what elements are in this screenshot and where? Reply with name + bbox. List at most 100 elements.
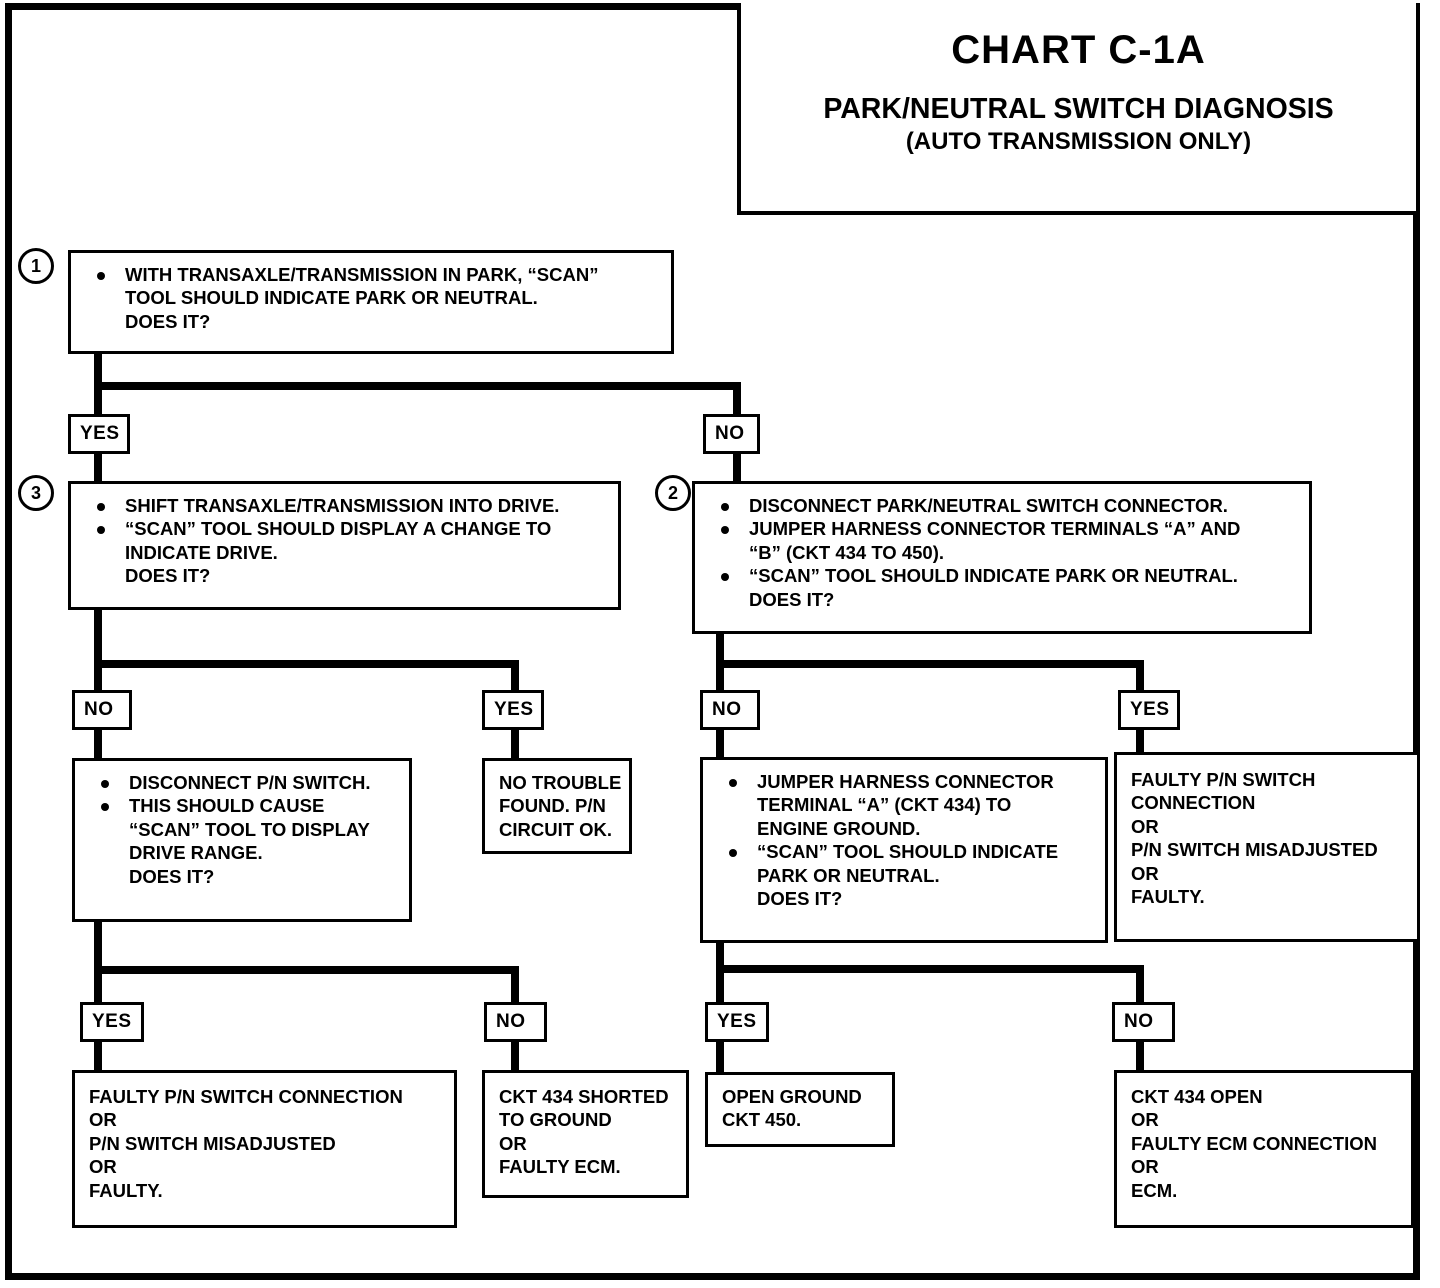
tag-step1-yes: YES: [68, 414, 130, 454]
box-faulty-pn-right-line-1: FAULTY P/N SWITCH: [1131, 769, 1316, 790]
box-step-1-line-3: DOES IT?: [125, 310, 211, 332]
box-step-1-line-2: TOOL SHOULD INDICATE PARK OR NEUTRAL.: [125, 287, 538, 309]
box-jumper-harness-ground: JUMPER HARNESS CONNECTOR TERMINAL “A” (C…: [700, 757, 1108, 943]
tag-row5-no: NO: [1112, 1002, 1175, 1042]
box-step-1: WITH TRANSAXLE/TRANSMISSION IN PARK, “SC…: [68, 250, 674, 354]
connector-step2-horizontal: [716, 660, 1144, 668]
box-faulty-pn-bottom-line-3: P/N SWITCH MISADJUSTED: [89, 1132, 336, 1154]
box-disconnect-pn-line-2: THIS SHOULD CAUSE: [83, 794, 401, 817]
connector-step2-to-no: [716, 660, 724, 692]
title-block: CHART C-1A PARK/NEUTRAL SWITCH DIAGNOSIS…: [737, 3, 1420, 215]
box-step-3-line-1: SHIFT TRANSAXLE/TRANSMISSION INTO DRIVE.: [79, 494, 610, 517]
box-ckt434-open-line-1: CKT 434 OPEN: [1131, 1086, 1263, 1107]
box-disconnect-pn-line-1: DISCONNECT P/N SWITCH.: [83, 771, 401, 794]
step-marker-2-label: 2: [667, 482, 678, 503]
step-marker-1-label: 1: [30, 255, 41, 276]
connector-step2-to-yes: [1136, 660, 1144, 692]
box-jumper-ground-line-5: PARK OR NEUTRAL.: [757, 864, 940, 886]
page-border: [5, 3, 1420, 1280]
step-marker-1: 1: [18, 248, 54, 284]
box-step-2-line-1: DISCONNECT PARK/NEUTRAL SWITCH CONNECTOR…: [703, 494, 1301, 517]
connector-no3-to-box: [94, 728, 102, 758]
connector-row5-to-no: [1136, 965, 1144, 1003]
box-jumper-ground-line-2: TERMINAL “A” (CKT 434) TO: [757, 794, 1012, 816]
connector-step3-stem: [94, 608, 102, 668]
box-step-2-line-5: DOES IT?: [749, 588, 835, 610]
box-jumper-ground-line-3: ENGINE GROUND.: [757, 817, 921, 839]
box-faulty-pn-right-line-3: OR: [1131, 815, 1159, 837]
connector-yes2-to-box: [1136, 728, 1144, 758]
tag-row5-no-label: NO: [1124, 1011, 1154, 1032]
box-no-trouble-found: NO TROUBLE FOUND. P/N CIRCUIT OK.: [482, 758, 632, 854]
box-faulty-pn-bottom-line-5: FAULTY.: [89, 1179, 163, 1201]
box-faulty-pn-switch-right: FAULTY P/N SWITCH CONNECTION OR P/N SWIT…: [1114, 752, 1420, 942]
tag-row4-no-label: NO: [496, 1011, 526, 1032]
box-ckt434-shorted-line-4: FAULTY ECM.: [499, 1156, 621, 1178]
tag-step2-yes: YES: [1118, 690, 1180, 730]
box-step-3: SHIFT TRANSAXLE/TRANSMISSION INTO DRIVE.…: [68, 481, 621, 610]
box-disconnect-pn-line-4: DRIVE RANGE.: [129, 842, 263, 864]
connector-step3-to-no: [94, 660, 102, 692]
tag-row5-yes: YES: [705, 1002, 769, 1042]
box-faulty-pn-right-line-6: FAULTY.: [1131, 886, 1205, 908]
box-faulty-pn-right-line-5: OR: [1131, 862, 1159, 884]
box-step-2: DISCONNECT PARK/NEUTRAL SWITCH CONNECTOR…: [692, 481, 1312, 634]
box-faulty-pn-bottom-line-1: FAULTY P/N SWITCH CONNECTION: [89, 1086, 403, 1107]
box-ckt434-shorted-line-3: OR: [499, 1132, 527, 1154]
tag-step2-no: NO: [700, 690, 760, 730]
connector-row4-to-yes: [94, 966, 102, 1004]
box-step-1-line-1: WITH TRANSAXLE/TRANSMISSION IN PARK, “SC…: [79, 263, 663, 286]
box-step-2-line-2: JUMPER HARNESS CONNECTOR TERMINALS “A” A…: [703, 517, 1301, 540]
box-ckt434-shorted: CKT 434 SHORTED TO GROUND OR FAULTY ECM.: [482, 1070, 689, 1198]
connector-no4-to-box: [511, 1040, 519, 1072]
tag-step1-yes-label: YES: [80, 423, 120, 444]
connector-step1-to-no: [733, 382, 741, 416]
box-disconnect-pn-switch: DISCONNECT P/N SWITCH. THIS SHOULD CAUSE…: [72, 758, 412, 922]
connector-disconnect-stem: [94, 920, 102, 982]
box-jumper-ground-line-1: JUMPER HARNESS CONNECTOR: [711, 770, 1097, 793]
box-step-2-line-3: “B” (CKT 434 TO 450).: [749, 541, 944, 563]
box-open-ground: OPEN GROUND CKT 450.: [705, 1072, 895, 1147]
connector-yes1-to-step3: [94, 452, 102, 482]
box-ckt434-open-line-4: OR: [1131, 1156, 1159, 1178]
box-no-trouble-line-3: CIRCUIT OK.: [499, 818, 613, 840]
chart-subtitle-2: (AUTO TRANSMISSION ONLY): [905, 127, 1252, 155]
connector-step3-horizontal: [94, 660, 519, 668]
tag-step1-no: NO: [703, 414, 760, 454]
box-disconnect-pn-line-3: “SCAN” TOOL TO DISPLAY: [129, 818, 370, 840]
tag-row4-yes-label: YES: [92, 1011, 132, 1032]
box-ckt434-open: CKT 434 OPEN OR FAULTY ECM CONNECTION OR…: [1114, 1070, 1414, 1228]
connector-no2-to-box: [716, 728, 724, 758]
box-jumper-ground-line-6: DOES IT?: [757, 888, 843, 910]
tag-row4-no: NO: [484, 1002, 547, 1042]
step-marker-2: 2: [655, 475, 691, 511]
box-faulty-pn-right-line-2: CONNECTION: [1131, 792, 1256, 814]
connector-no5-to-box: [1136, 1040, 1144, 1072]
box-open-ground-line-1: OPEN GROUND: [722, 1086, 862, 1107]
connector-step3-to-yes: [511, 660, 519, 692]
tag-step3-yes-label: YES: [494, 699, 534, 720]
connector-no1-to-step2: [733, 452, 741, 482]
box-ckt434-open-line-5: ECM.: [1131, 1179, 1178, 1201]
connector-step1-to-yes: [94, 382, 102, 416]
step-marker-3-label: 3: [30, 482, 41, 503]
box-faulty-pn-bottom-line-4: OR: [89, 1156, 117, 1178]
connector-row5-to-yes: [716, 965, 724, 1003]
connector-step1-horizontal: [94, 382, 741, 390]
box-step-3-line-2: “SCAN” TOOL SHOULD DISPLAY A CHANGE TO: [79, 517, 610, 540]
box-ckt434-shorted-line-2: TO GROUND: [499, 1109, 612, 1131]
box-step-3-line-3: INDICATE DRIVE.: [125, 541, 278, 563]
box-step-3-line-4: DOES IT?: [125, 565, 211, 587]
box-faulty-pn-switch-bottom: FAULTY P/N SWITCH CONNECTION OR P/N SWIT…: [72, 1070, 457, 1228]
tag-step3-no-label: NO: [84, 699, 114, 720]
box-ckt434-open-line-2: OR: [1131, 1109, 1159, 1131]
box-faulty-pn-bottom-line-2: OR: [89, 1109, 117, 1131]
chart-id-heading: CHART C-1A: [951, 28, 1206, 72]
connector-step2-stem: [716, 632, 724, 668]
box-jumper-ground-line-4: “SCAN” TOOL SHOULD INDICATE: [711, 840, 1097, 863]
box-no-trouble-line-2: FOUND. P/N: [499, 795, 606, 817]
box-ckt434-shorted-line-1: CKT 434 SHORTED: [499, 1086, 669, 1107]
tag-row4-yes: YES: [80, 1002, 144, 1042]
connector-yes5-to-box: [716, 1040, 724, 1072]
